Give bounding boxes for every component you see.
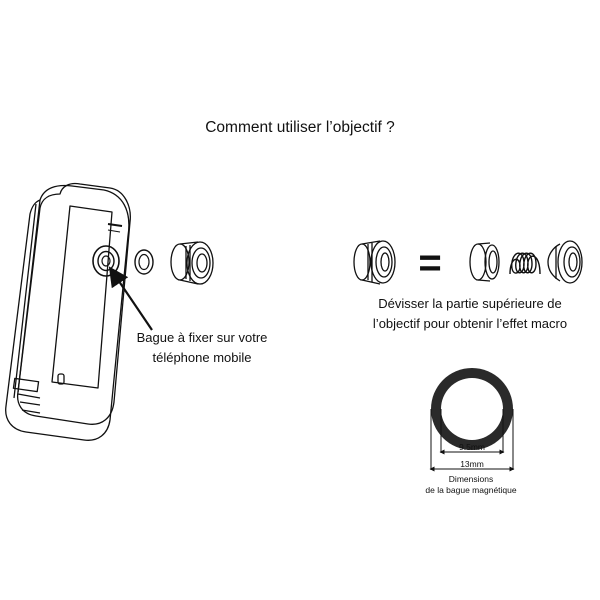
ring-dimension-drawing <box>429 368 515 472</box>
macro-line-1: Dévisser la partie supérieure de <box>378 296 562 311</box>
lens-icon <box>170 241 214 285</box>
caption-line-2: de la bague magnétique <box>425 485 517 495</box>
caption-line-1: Dimensions <box>448 474 494 484</box>
spring-icon <box>509 252 541 275</box>
macro-lens-icon <box>469 242 500 282</box>
phone-camera-ring <box>92 245 120 277</box>
ring-dimensions-caption: Dimensions de la bague magnétique <box>396 474 546 496</box>
callout-line-1: Bague à fixer sur votre <box>136 330 268 345</box>
ring-callout-label: Bague à fixer sur votre téléphone mobile <box>116 328 288 368</box>
callout-arrow <box>108 266 153 331</box>
wide-angle-lens-icon <box>547 240 583 284</box>
macro-line-2: l’objectif pour obtenir l’effet macro <box>372 316 568 331</box>
callout-line-2: téléphone mobile <box>152 350 252 365</box>
macro-instruction: Dévisser la partie supérieure de l’objec… <box>340 294 600 334</box>
equals-sign: = <box>418 241 441 285</box>
inner-diameter-label: 9.5mm <box>459 442 485 452</box>
phone-drawing <box>5 182 131 441</box>
magnetic-ring-washer <box>134 249 154 275</box>
page-title: Comment utiliser l’objectif ? <box>205 119 395 136</box>
outer-diameter-label: 13mm <box>460 459 484 469</box>
full-lens-icon <box>353 240 396 285</box>
